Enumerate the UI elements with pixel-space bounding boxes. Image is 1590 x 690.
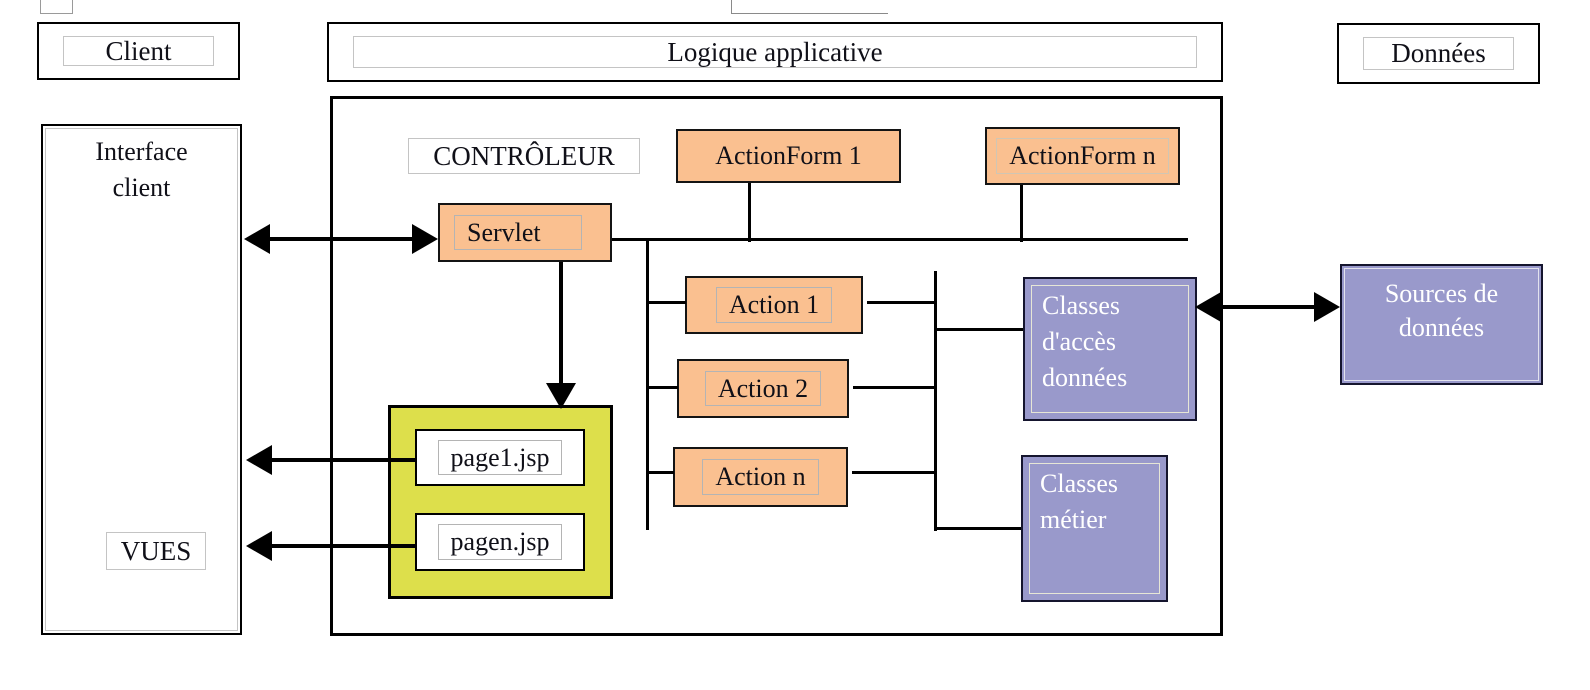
header-donnees: Données <box>1337 23 1540 84</box>
arrowhead-left-icon <box>1195 292 1221 322</box>
connector-actionn-right-stub <box>852 471 937 474</box>
interface-client-inner-border <box>45 128 238 631</box>
connector-actions-left-spine <box>646 239 649 530</box>
arrowhead-down-icon <box>546 383 576 409</box>
page1-jsp-box: page1.jsp <box>415 429 585 486</box>
header-client-label: Client <box>63 36 214 66</box>
controleur-label: CONTRÔLEUR <box>408 138 640 174</box>
action-n-label: Action n <box>702 459 819 495</box>
connector-business-branch <box>935 527 1021 530</box>
connector-model-right-spine <box>934 271 937 531</box>
action-2-label: Action 2 <box>704 370 822 407</box>
connector-action2-left-stub <box>646 386 678 389</box>
arrowhead-right-icon <box>1314 292 1340 322</box>
action-1-label: Action 1 <box>715 287 833 323</box>
arrowhead-left-icon <box>246 531 272 561</box>
page1-jsp-label: page1.jsp <box>437 439 563 476</box>
action-1-box: Action 1 <box>685 276 863 334</box>
actionform-n-box: ActionForm n <box>985 127 1180 185</box>
connector-dataaccess-branch <box>935 328 1023 331</box>
header-logique-applicative-label: Logique applicative <box>353 36 1197 68</box>
action-n-box: Action n <box>673 447 848 507</box>
header-client: Client <box>37 22 240 80</box>
pagen-jsp-box: pagen.jsp <box>415 513 585 571</box>
vues-label: VUES <box>106 532 206 570</box>
action-2-box: Action 2 <box>677 359 849 418</box>
business-classes-box: Classes métier <box>1021 455 1168 602</box>
data-sources-box: Sources de données <box>1340 264 1543 385</box>
data-access-classes-label: Classes d'accès données <box>1031 285 1189 413</box>
connector-action1-right-stub <box>867 301 937 304</box>
actionform-n-label: ActionForm n <box>996 138 1169 174</box>
data-sources-label: Sources de données <box>1344 268 1539 381</box>
interface-client-title: Interface client <box>95 137 188 202</box>
actionform-1-box: ActionForm 1 <box>676 129 901 183</box>
servlet-box: Servlet <box>438 203 612 262</box>
arrowhead-left-icon <box>244 224 270 254</box>
connector-actionn-left-stub <box>646 471 674 474</box>
connector-action1-left-stub <box>646 301 686 304</box>
business-classes-label: Classes métier <box>1029 463 1160 594</box>
servlet-label: Servlet <box>454 214 582 251</box>
connector-actionformn-drop <box>1020 185 1023 242</box>
connector-actionform1-drop <box>748 183 751 242</box>
connector-servlet-horizontal <box>612 238 1188 241</box>
cropped-line-fragment-vertical <box>731 0 732 13</box>
pagen-jsp-label: pagen.jsp <box>437 524 563 560</box>
header-donnees-label: Données <box>1363 37 1514 70</box>
header-logique-applicative: Logique applicative <box>327 22 1223 82</box>
connector-action2-right-stub <box>853 386 937 389</box>
cropped-line-fragment-horizontal <box>731 13 888 14</box>
arrowhead-left-icon <box>246 445 272 475</box>
actionform-1-label: ActionForm 1 <box>715 141 862 170</box>
data-access-classes-box: Classes d'accès données <box>1023 277 1197 421</box>
arrowhead-right-icon <box>412 224 438 254</box>
cropped-box-fragment-left <box>40 0 73 14</box>
